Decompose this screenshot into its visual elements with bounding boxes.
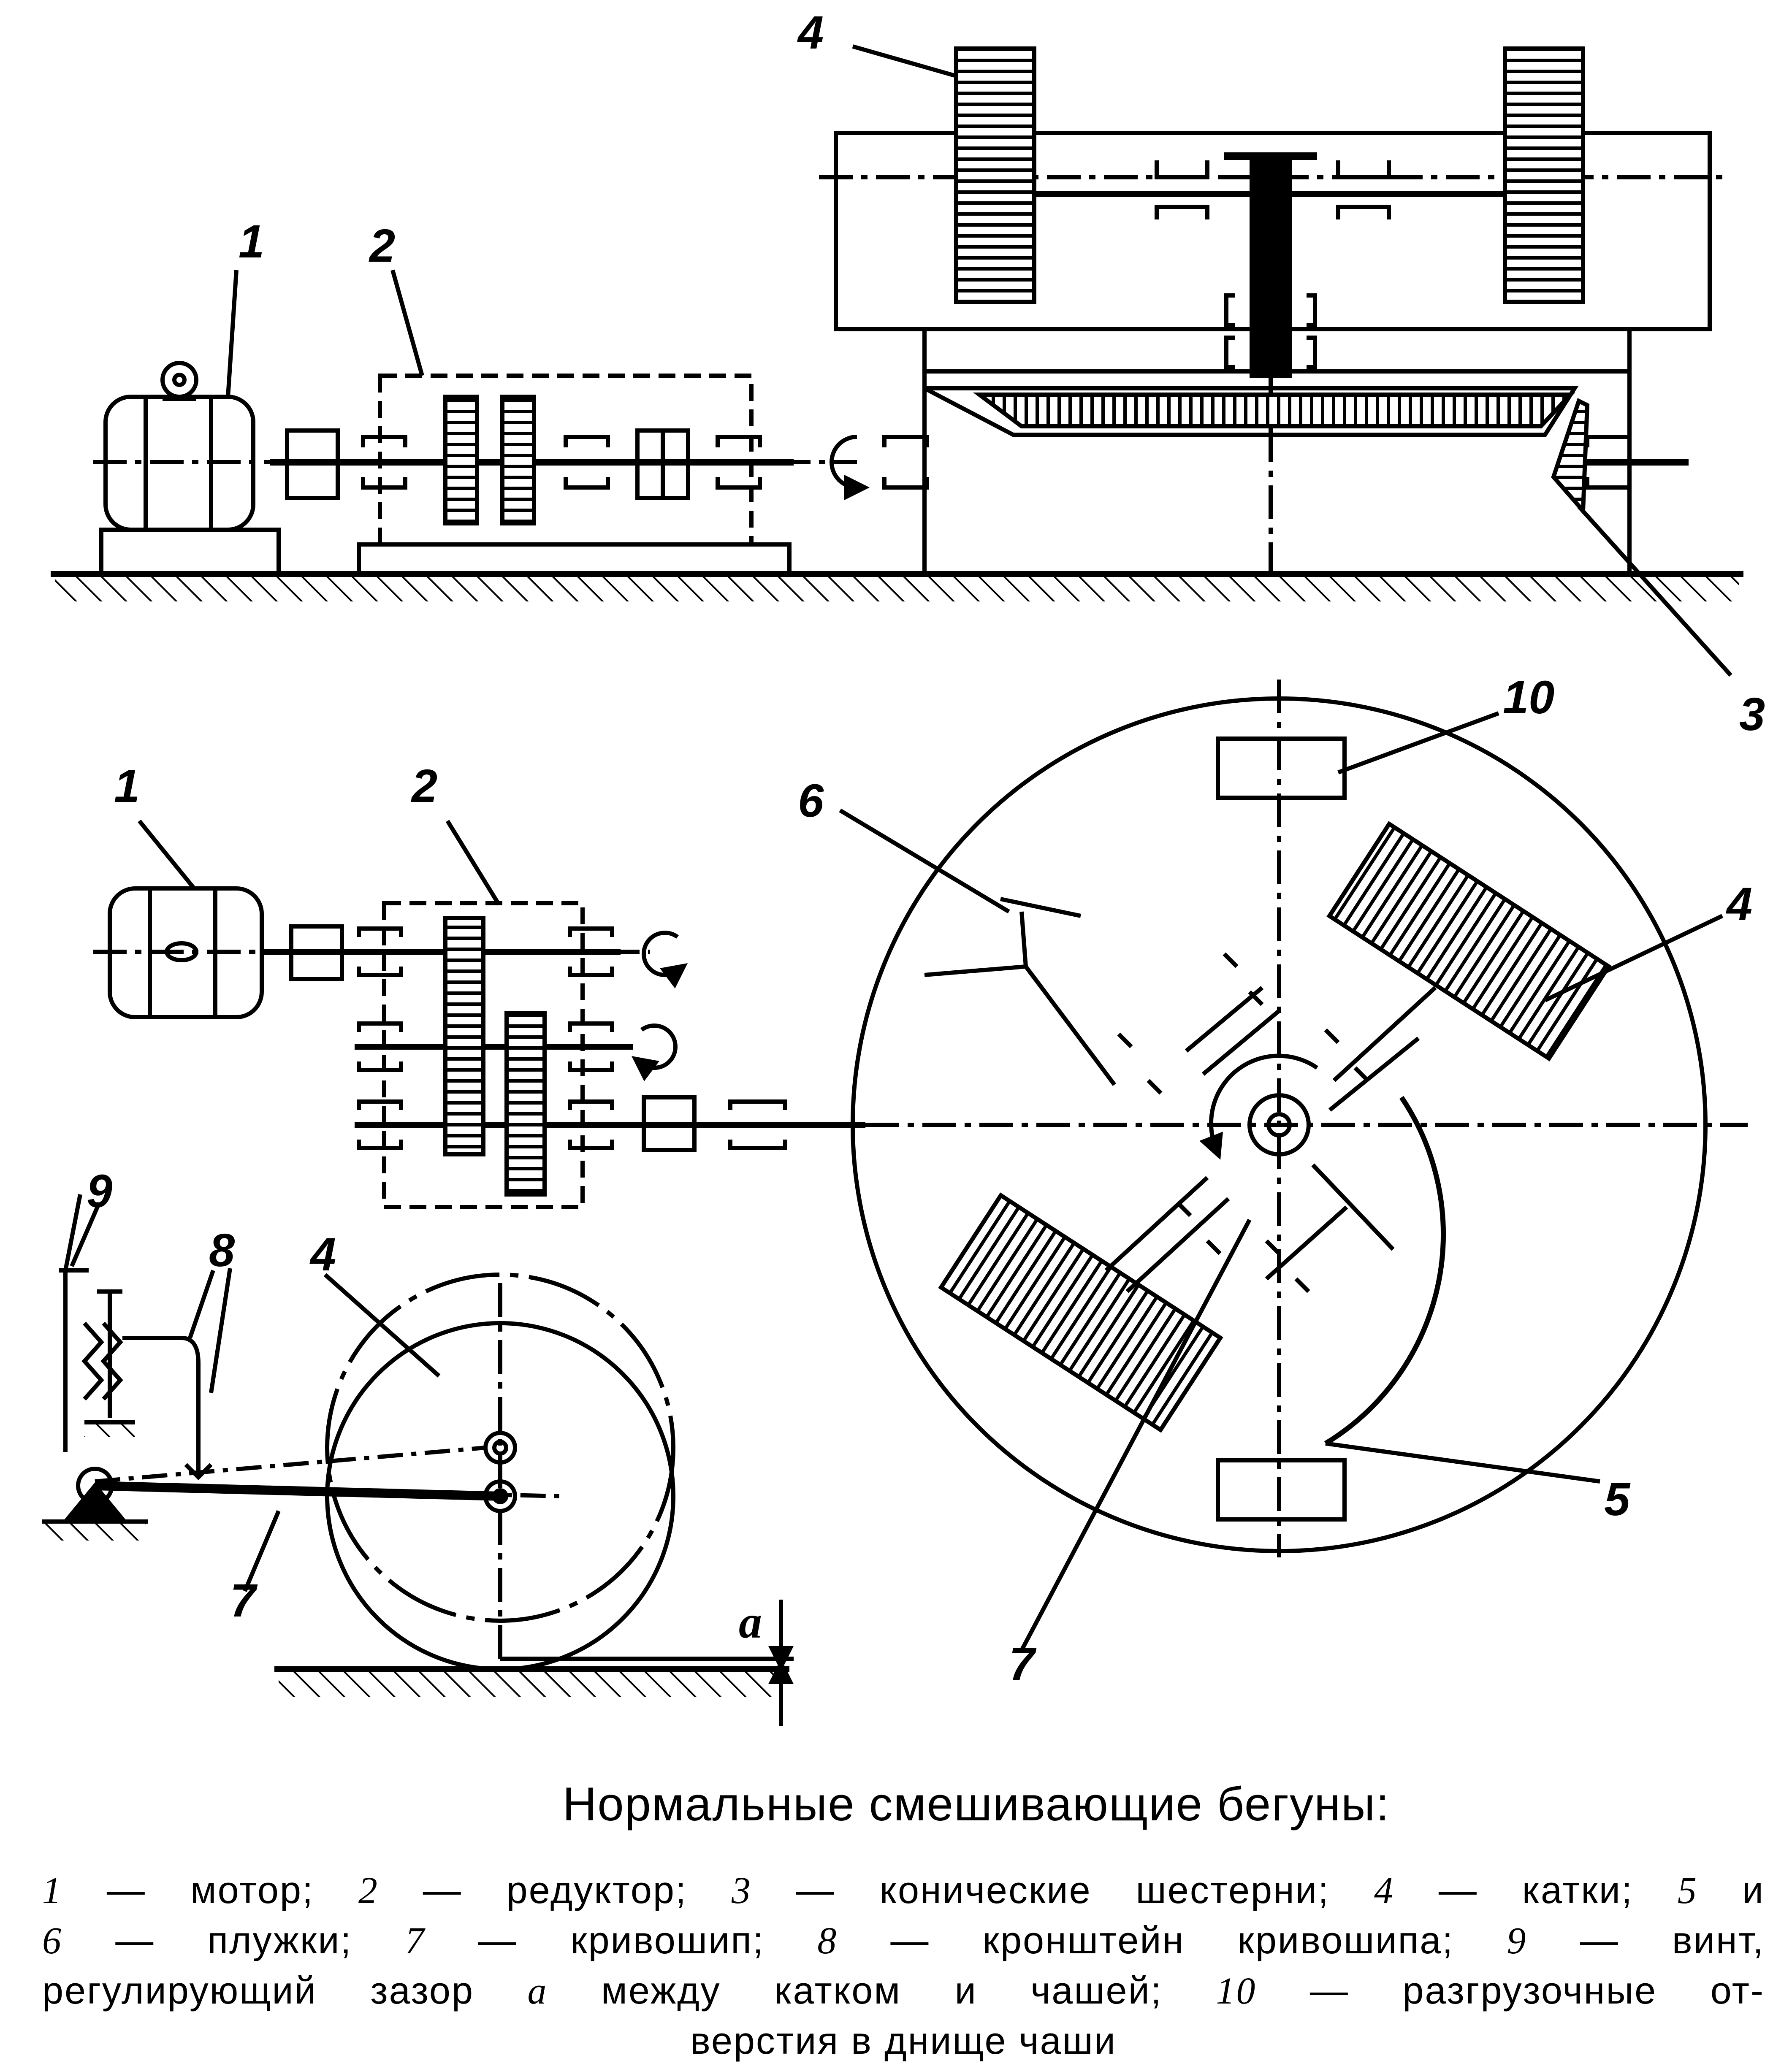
rotation-arrow-center xyxy=(1199,1053,1318,1160)
label-gap-a: a xyxy=(739,1596,762,1648)
roller-arms xyxy=(1104,986,1437,1293)
elevation-view xyxy=(51,44,1743,677)
bracket-and-screw xyxy=(59,1194,215,1481)
caption-legend: 1 — мотор; 2 — редуктор; 3 — конические … xyxy=(42,1866,1765,2066)
label-plan-crank: 7 xyxy=(1009,1638,1037,1690)
roller-right-elevation xyxy=(1503,46,1585,304)
label-side-screw: 9 xyxy=(87,1165,112,1217)
reducer-plan xyxy=(382,901,585,1209)
unload-opening-bottom xyxy=(1216,1458,1347,1522)
gap-dimension xyxy=(500,1600,794,1726)
caption-title: Нормальные смешивающие бегуны: xyxy=(562,1778,1390,1830)
roller-raised-circle xyxy=(325,1273,675,1623)
plough-5 xyxy=(1324,1096,1446,1446)
ground-top xyxy=(51,571,1743,601)
label-side-roller: 4 xyxy=(309,1229,336,1281)
legend-line-2: 6 — плужки; 7 — кривошип; 8 — кронштейн … xyxy=(42,1920,1765,1962)
legend-line-1: 1 — мотор; 2 — редуктор; 3 — конические … xyxy=(42,1869,1765,1912)
label-plan-reducer: 2 xyxy=(411,760,437,812)
rotation-arrow-top xyxy=(830,435,870,500)
pan-plan-view xyxy=(839,680,1724,1652)
label-top-bevel: 3 xyxy=(1739,688,1765,740)
label-plan-roller: 4 xyxy=(1726,878,1752,930)
rotation-arrow-1 xyxy=(642,931,688,988)
pan-elevation xyxy=(923,386,1579,437)
reducer-elevation xyxy=(357,374,792,576)
label-plan-motor: 1 xyxy=(114,760,140,812)
label-side-crank: 7 xyxy=(230,1575,258,1627)
label-top-reducer: 2 xyxy=(369,220,395,272)
bevel-gear-crown xyxy=(973,393,1575,428)
label-plan-plough: 6 xyxy=(798,775,824,827)
plough-6 xyxy=(924,897,1116,1086)
motor-elevation xyxy=(99,361,281,576)
coupling-elevation xyxy=(285,428,340,500)
label-side-bracket: 8 xyxy=(209,1224,235,1276)
roller-plan-lower xyxy=(938,1192,1223,1433)
central-hub xyxy=(1247,1093,1311,1156)
roller-plan-upper xyxy=(1326,821,1612,1061)
legend-line-3: регулирующий зазор a между катком и чаше… xyxy=(42,1970,1765,2012)
label-plan-plough5: 5 xyxy=(1604,1473,1631,1525)
roller-left-elevation xyxy=(954,46,1036,304)
rotation-arrow-2 xyxy=(631,1024,678,1081)
label-top-rollers: 4 xyxy=(797,7,824,59)
roller-side-view xyxy=(42,1194,794,1726)
roller-housing xyxy=(834,131,1712,331)
vertical-shaft xyxy=(1224,152,1317,378)
legend-line-4: верстия в днище чаши xyxy=(690,2020,1117,2062)
label-top-motor: 1 xyxy=(239,216,264,268)
label-plan-unload: 10 xyxy=(1503,672,1554,723)
